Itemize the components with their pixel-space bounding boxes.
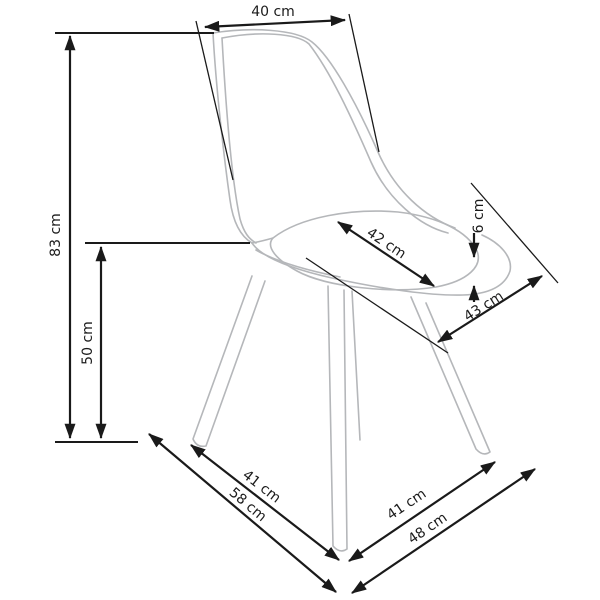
label-seat-depth: 43 cm <box>461 288 506 325</box>
chair-leg-rear-right <box>410 296 491 455</box>
extension-line-backrest-left <box>195 20 234 181</box>
dim-line-base-depth-outer <box>148 433 337 593</box>
chair-backrest-outer <box>212 28 456 244</box>
dim-line-seat-depth <box>437 275 543 343</box>
label-backrest-width: 40 cm <box>251 4 295 20</box>
dim-line-base-depth-inner <box>190 444 340 561</box>
chair-seat-left-tip <box>251 237 274 244</box>
label-seat-height: 50 cm <box>80 321 96 365</box>
chair-backrest-inner <box>221 37 257 244</box>
extension-line-seat-front <box>305 257 449 354</box>
dimension-labels: 40 cm 83 cm 50 cm 42 cm 6 cm 43 cm 41 cm… <box>48 4 507 548</box>
dim-line-seat-width <box>337 221 435 287</box>
chair-backrest-inner-right <box>221 33 449 234</box>
chair-leg-rear-left <box>351 290 361 441</box>
label-cushion-thickness: 6 cm <box>471 199 487 234</box>
dim-line-backrest-width <box>203 15 347 32</box>
extension-lines <box>55 13 559 443</box>
chair-seat-rim-inner <box>255 249 341 278</box>
extension-line-backrest-right <box>348 13 380 153</box>
dimension-lines <box>64 15 543 594</box>
dim-line-base-width-outer <box>351 468 536 594</box>
label-base-width-inner: 41 cm <box>384 486 429 524</box>
label-overall-height: 83 cm <box>48 213 64 257</box>
chair-leg-front-left <box>192 275 266 448</box>
chair-illustration <box>192 28 512 552</box>
chair-leg-front-right <box>327 285 348 552</box>
extension-line-seat-back <box>470 182 559 284</box>
chair-seat-cushion <box>269 210 480 291</box>
